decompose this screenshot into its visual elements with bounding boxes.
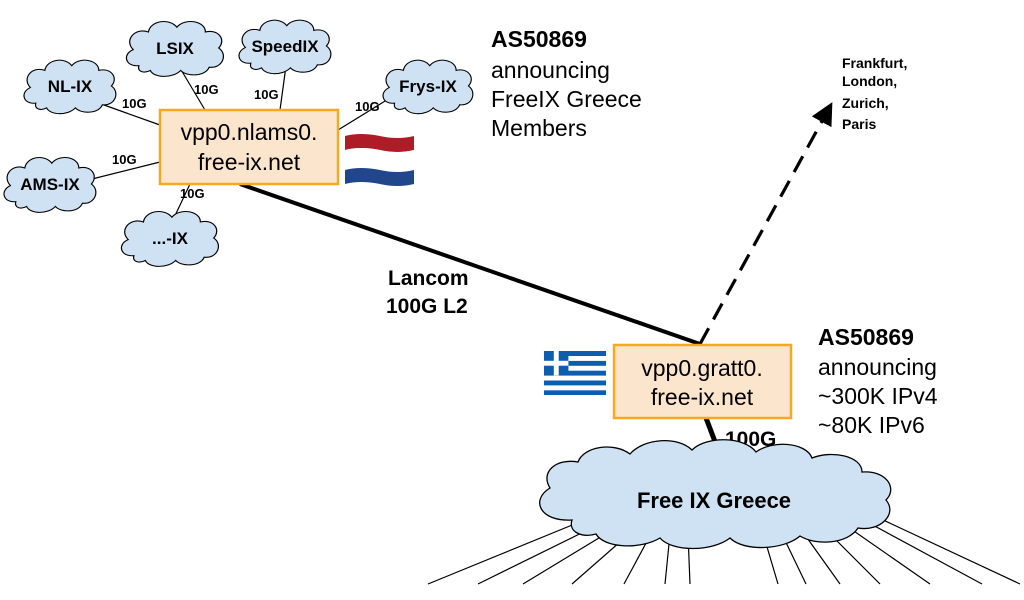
upstream-arrow <box>698 102 833 345</box>
cloud-label-other-ix: ...-IX <box>152 229 189 248</box>
speed-label-frysix: 10G <box>355 99 380 114</box>
greece-flag-icon <box>544 351 606 395</box>
speed-label-nlix: 10G <box>122 96 147 111</box>
link-lsix <box>179 67 206 111</box>
cloud-label-frysix: Frys-IX <box>399 77 457 96</box>
cloud-label-lsix: LSIX <box>156 39 194 58</box>
gr-router-line1: vpp0.gratt0. <box>641 355 762 381</box>
netherlands-flag-icon <box>345 134 414 186</box>
gr-as-line1: announcing <box>818 354 937 380</box>
backbone-label-line2: 100G L2 <box>386 295 468 318</box>
cloud-label-nlix: NL-IX <box>48 77 93 96</box>
free-ix-greece-cloud <box>539 439 892 550</box>
destination-label: Paris <box>842 116 876 132</box>
nl-as-line1: announcing <box>491 57 610 83</box>
link-frysix <box>337 97 391 131</box>
gr-as-title: AS50869 <box>818 324 914 350</box>
link-speedix <box>279 65 287 111</box>
speed-label-other-ix: 10G <box>180 186 205 201</box>
nl-as-title: AS50869 <box>491 26 587 52</box>
free-ix-greece-label: Free IX Greece <box>637 488 791 513</box>
gr-as-line2: ~300K IPv4 <box>818 383 938 409</box>
destination-label: Frankfurt, <box>842 55 907 71</box>
destination-label: Zurich, <box>842 95 889 111</box>
nl-router-line2: free-ix.net <box>198 149 301 175</box>
speed-label-lsix: 10G <box>194 82 219 97</box>
nl-router-box <box>158 108 340 186</box>
nl-as-line3: Members <box>491 115 587 141</box>
cloud-label-amsix: AMS-IX <box>20 175 80 194</box>
backbone-label-line1: Lancom <box>388 267 469 290</box>
nl-router-line1: vpp0.nlams0. <box>181 119 318 145</box>
speed-label-amsix: 10G <box>112 152 137 167</box>
nl-as-line2: FreeIX Greece <box>491 86 642 112</box>
speed-label-speedix: 10G <box>254 87 279 102</box>
gr-as-line3: ~80K IPv6 <box>818 412 925 438</box>
nl-links <box>79 65 391 223</box>
destination-label: London, <box>842 73 897 89</box>
gr-router-line2: free-ix.net <box>651 384 754 410</box>
cloud-label-speedix: SpeedIX <box>251 37 319 56</box>
gr-router-box <box>612 343 793 420</box>
backbone-link <box>239 182 701 346</box>
